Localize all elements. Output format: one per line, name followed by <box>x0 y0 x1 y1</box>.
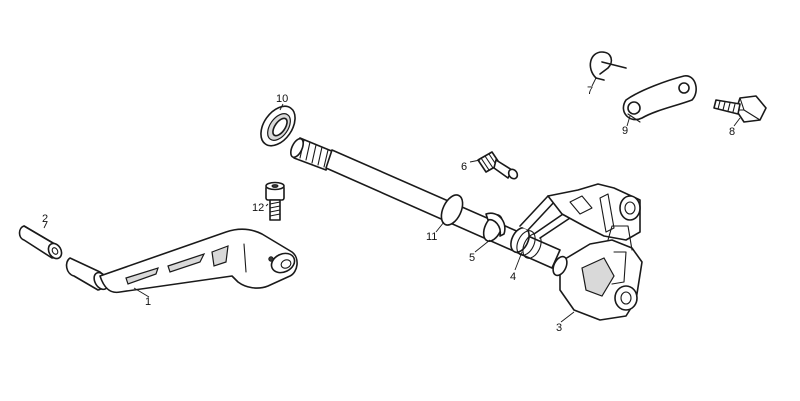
part-6-stud <box>477 151 519 180</box>
callout-8: 8 <box>729 126 735 138</box>
part-8-hex-bolt <box>713 95 767 123</box>
callout-6: 6 <box>461 161 467 173</box>
callout-12: 12 <box>252 202 264 214</box>
part-4-return-spring <box>510 195 571 259</box>
callout-9: 9 <box>622 125 628 137</box>
callout-1: 1 <box>145 296 151 308</box>
callout-11: 11 <box>426 231 437 243</box>
part-7-spring-clip <box>589 51 627 81</box>
callout-7: 7 <box>587 85 593 97</box>
part-10-oil-seal <box>260 105 296 147</box>
callout-labels: 1 2 3 4 5 6 7 8 9 10 11 12 <box>42 85 735 334</box>
callout-3: 3 <box>556 322 562 334</box>
part-2-bushing <box>18 225 63 260</box>
part-12-bolt <box>265 181 285 221</box>
callout-5: 5 <box>469 252 475 264</box>
part-11-shift-shaft <box>290 137 561 269</box>
part-9-locking-plate <box>622 75 697 123</box>
callout-4: 4 <box>510 271 516 283</box>
part-1-shift-pedal <box>65 228 298 294</box>
leader-lines <box>43 77 741 323</box>
part-3-selector-plate <box>547 183 643 321</box>
callout-10: 10 <box>276 93 288 105</box>
callout-2: 2 <box>42 213 48 225</box>
